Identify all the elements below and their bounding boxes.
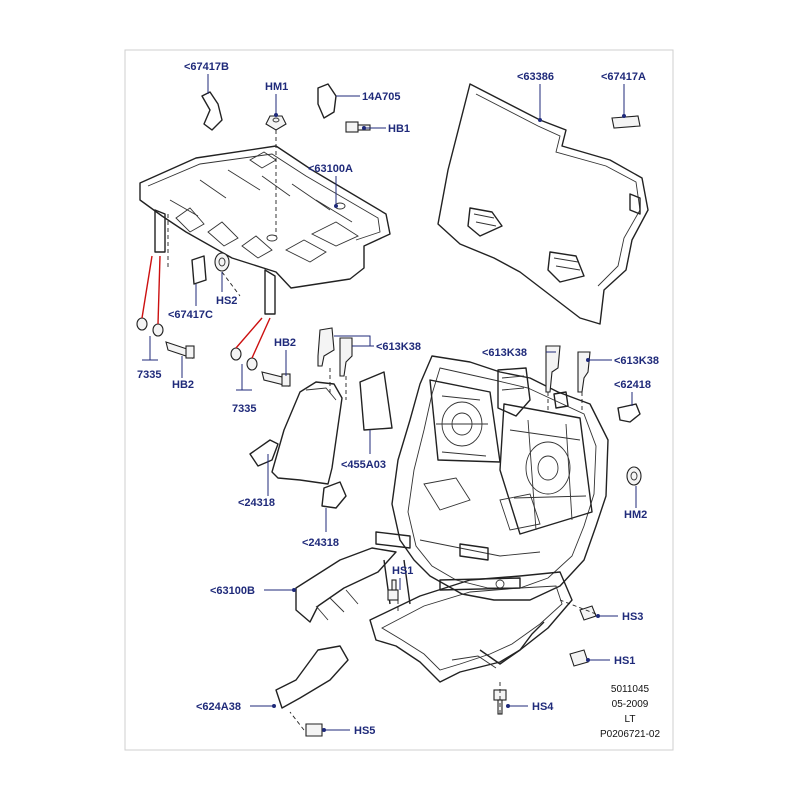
bracket-24318-upper	[249, 439, 279, 467]
washer-bolt-left	[136, 317, 195, 359]
callout-62418: <62418	[614, 379, 651, 391]
diagram-frame	[124, 49, 674, 751]
footer-code: 5011045	[611, 684, 650, 695]
footer-reference: 5011045 05-2009 LT P0206721-02	[600, 684, 660, 740]
callout-hs1-upper: HS1	[392, 565, 413, 577]
label-panel	[359, 371, 393, 431]
seat-back-panel	[437, 83, 649, 325]
callout-67417a: <67417A	[601, 71, 646, 83]
bolt-hb1	[345, 121, 371, 133]
seat-back-frame	[391, 355, 609, 601]
callout-63386: <63386	[517, 71, 554, 83]
bracket-624a38	[275, 645, 349, 709]
callout-hb1: HB1	[388, 123, 410, 135]
callout-63100b: <63100B	[210, 585, 255, 597]
footer-date: 05-2009	[612, 699, 649, 710]
clip-67417c	[191, 255, 207, 285]
footer-lang: LT	[625, 714, 636, 725]
screw-hs1-lower	[569, 649, 589, 667]
red-guide-lines	[141, 255, 271, 359]
callout-67417b: <67417B	[184, 61, 229, 73]
headrest-guides-right	[545, 345, 591, 393]
callout-455a03: <455A03	[341, 459, 386, 471]
screw-hs5	[305, 723, 323, 737]
callout-613k38-middle: <613K38	[482, 347, 527, 359]
seat-base-frame	[295, 531, 573, 683]
callout-hs5: HS5	[354, 725, 375, 737]
callout-hm2: HM2	[624, 509, 647, 521]
callout-67417c: <67417C	[168, 309, 213, 321]
callout-613k38-right: <613K38	[614, 355, 659, 367]
callout-labels: <67417B HM1 14A705 HB1 <63386 <67417A <6…	[137, 61, 659, 737]
clip-62418	[617, 403, 641, 423]
callout-613k38-left: <613K38	[376, 341, 421, 353]
bracket-24318-lower	[321, 481, 347, 509]
callout-24318-lower: <24318	[302, 537, 339, 549]
callout-624a38: <624A38	[196, 701, 241, 713]
alignment-lines	[167, 130, 597, 731]
callout-hb2-left: HB2	[172, 379, 194, 391]
washer-bolt-right	[230, 347, 291, 387]
callout-hs4: HS4	[532, 701, 554, 713]
headrest-guides-left	[317, 327, 353, 377]
callout-hs2: HS2	[216, 295, 237, 307]
screw-hs1-upper	[387, 579, 399, 601]
footer-illustration-id: P0206721-02	[600, 729, 660, 740]
callout-7335-left: 7335	[137, 369, 161, 381]
nut-hm1	[265, 115, 287, 131]
nut-hm2	[626, 466, 642, 486]
callout-7335-right: 7335	[232, 403, 256, 415]
callout-24318-upper: <24318	[238, 497, 275, 509]
callout-hs3: HS3	[622, 611, 643, 623]
latch-hook	[317, 83, 337, 119]
callout-14a705: 14A705	[362, 91, 401, 103]
strap-clip	[201, 91, 223, 131]
callout-63100a: <63100A	[308, 163, 353, 175]
screw-hs2	[214, 252, 230, 272]
trim-tab	[611, 115, 641, 129]
callout-hm1: HM1	[265, 81, 288, 93]
leader-lines	[142, 74, 637, 732]
armrest	[271, 381, 343, 485]
callout-hs1-lower: HS1	[614, 655, 635, 667]
callout-hb2-right: HB2	[274, 337, 296, 349]
